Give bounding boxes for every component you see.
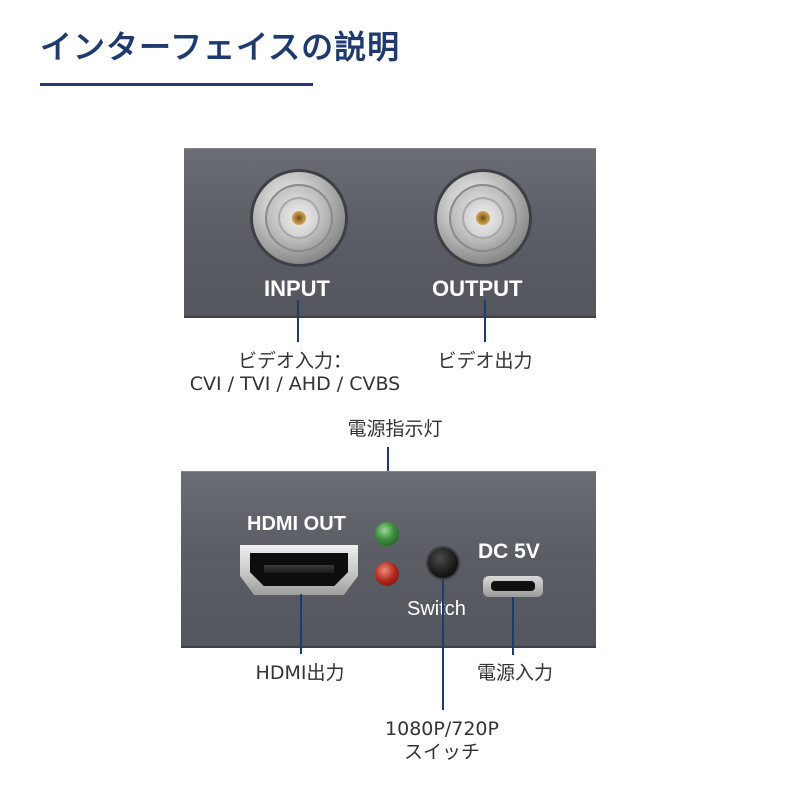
switch-button-icon [428,548,458,578]
device-front-panel [184,148,596,318]
dc-port-label: DC 5V [478,540,540,563]
power-callout-line [512,597,514,655]
micro-usb-opening [491,581,535,591]
bnc-output-connector-icon [437,172,529,264]
power-led-red-icon [375,562,399,586]
input-port-label: INPUT [264,276,330,301]
title-underline [40,83,313,86]
input-callout-line1: ビデオ入力： [237,350,352,372]
hdmi-callout-line [300,594,302,654]
switch-label: Switch [407,598,466,620]
output-port-label: OUTPUT [432,276,523,301]
output-callout-line [484,300,486,342]
hdmi-port-contacts [264,565,334,573]
switch-callout-line1: 1080P/720P [385,718,499,740]
power-led-green-icon [375,522,399,546]
hdmi-callout: HDMI出力 [255,662,345,684]
output-callout: ビデオ出力 [437,350,533,372]
page-title: インターフェイスの説明 [40,28,401,66]
switch-callout-line2: スイッチ [403,741,480,764]
power-callout: 電源入力 [476,662,553,684]
switch-callout: 1080P/720P スイッチ [362,718,522,764]
hdmi-port-label: HDMI OUT [247,513,346,535]
bnc-input-connector-icon [253,172,345,264]
led-callout: 電源指示灯 [347,418,443,440]
input-callout-line2: CVI / TVI / AHD / CVBS [189,373,401,396]
input-callout: ビデオ入力： CVI / TVI / AHD / CVBS [160,350,430,396]
input-callout-line [297,300,299,342]
switch-callout-line [442,580,444,710]
